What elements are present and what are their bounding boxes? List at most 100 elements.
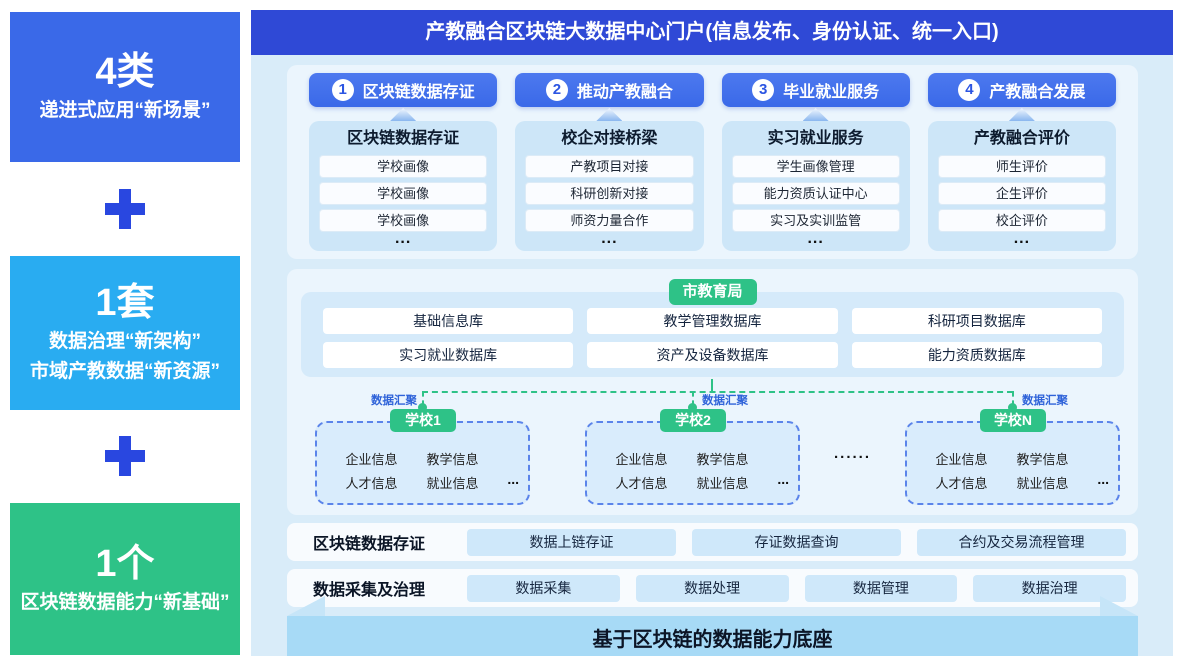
ellipsis: ... xyxy=(601,230,618,247)
pedestal: 基于区块链的数据能力底座 xyxy=(287,596,1138,656)
app-pill-label: 毕业就业服务 xyxy=(783,84,880,101)
up-arrow-icon xyxy=(1008,108,1035,121)
app-pill-label: 推动产教融合 xyxy=(576,84,673,101)
pedestal-title: 基于区块链的数据能力底座 xyxy=(287,616,1138,656)
school-item: 就业信息 xyxy=(426,476,479,491)
school-item: 企业信息 xyxy=(935,452,988,467)
app-pill-blockchain-storage: 1 区块链数据存证 xyxy=(309,73,498,107)
card-title: 实习就业服务 xyxy=(767,130,864,147)
card-item: 企生评价 xyxy=(937,182,1106,205)
school-box: 企业信息 教学信息 人才信息 就业信息 ... xyxy=(585,421,800,505)
portal-header-title: 产教融合区块链大数据中心门户(信息发布、身份认证、统一入口) xyxy=(251,10,1173,55)
card-item: 师生评价 xyxy=(937,155,1106,178)
schools-aggregation-area: 数据汇聚 数据汇聚 数据汇聚 学校1 学校2 学校N 企业信息 教学信息 人才信… xyxy=(301,379,1124,507)
connector-line xyxy=(711,379,713,391)
sidebar: 4类 递进式应用“新场景” 1套 数据治理“新架构” 市域产教数据“新资源” 1… xyxy=(10,12,240,655)
school-badge: 学校2 xyxy=(660,409,726,432)
connector-line xyxy=(692,391,694,406)
ellipsis: ... xyxy=(807,230,824,247)
school-box: 企业信息 教学信息 人才信息 就业信息 ... xyxy=(315,421,530,505)
sidebar-card-caption: 区块链数据能力“新基础” xyxy=(20,592,230,613)
plus-row xyxy=(10,162,240,256)
school-item: 教学信息 xyxy=(1016,452,1069,467)
plus-icon xyxy=(105,436,145,477)
database-item: 实习就业数据库 xyxy=(323,342,574,368)
database-item: 资产及设备数据库 xyxy=(587,342,838,368)
school-items: 企业信息 教学信息 人才信息 就业信息 xyxy=(331,449,493,495)
number-badge: 2 xyxy=(545,79,568,101)
data-collection-row: 数据采集及治理 数据采集 数据处理 数据管理 数据治理 xyxy=(287,569,1138,607)
school-items: 企业信息 教学信息 人才信息 就业信息 xyxy=(921,449,1083,495)
database-item: 基础信息库 xyxy=(323,308,574,334)
card-item: 能力资质认证中心 xyxy=(731,182,900,205)
school-item: 教学信息 xyxy=(426,452,479,467)
school-item: 就业信息 xyxy=(696,476,749,491)
sidebar-card-caption: 市域产教数据“新资源” xyxy=(29,360,220,382)
card-item: 科研创新对接 xyxy=(525,182,694,205)
row-item: 存证数据查询 xyxy=(692,528,901,556)
city-education-bureau-badge: 市教育局 xyxy=(668,279,757,305)
connector-line xyxy=(422,391,424,406)
school-item: 就业信息 xyxy=(1016,476,1069,491)
data-aggregation-label: 数据汇聚 xyxy=(1022,395,1068,407)
row-items: 数据采集 数据处理 数据管理 数据治理 xyxy=(467,574,1126,602)
main-diagram: 产教融合区块链大数据中心门户(信息发布、身份认证、统一入口) 1 区块链数据存证… xyxy=(251,10,1173,656)
school-item: 教学信息 xyxy=(696,452,749,467)
sidebar-card-caption: 递进式应用“新场景” xyxy=(39,100,211,121)
school-item: 人才信息 xyxy=(935,476,988,491)
connector-line xyxy=(422,391,1013,393)
sidebar-card-new-foundation: 1个 区块链数据能力“新基础” xyxy=(10,503,240,655)
connector-dot xyxy=(1008,403,1017,412)
data-aggregation-label: 数据汇聚 xyxy=(371,395,417,407)
row-item: 数据采集 xyxy=(467,574,620,602)
ellipsis: ... xyxy=(1097,471,1109,487)
school-item: 企业信息 xyxy=(345,452,398,467)
app-cards-row: 区块链数据存证 学校画像 学校画像 学校画像 ... 校企对接桥梁 产教项目对接… xyxy=(309,121,1116,251)
ellipsis: ... xyxy=(507,471,519,487)
app-pills-row: 1 区块链数据存证 2 推动产教融合 3 毕业就业服务 4 产教融合发展 xyxy=(309,73,1116,107)
card-item: 学校画像 xyxy=(319,155,488,178)
row-item: 数据治理 xyxy=(973,574,1126,602)
sidebar-card-number: 1套 xyxy=(95,281,155,324)
up-arrow-icon xyxy=(596,108,623,121)
school-item: 人才信息 xyxy=(615,476,668,491)
applications-panel: 1 区块链数据存证 2 推动产教融合 3 毕业就业服务 4 产教融合发展 xyxy=(287,65,1138,259)
school-item: 人才信息 xyxy=(345,476,398,491)
card-item: 学校画像 xyxy=(319,182,488,205)
row-label: 区块链数据存证 xyxy=(313,536,426,553)
sidebar-card-number: 4类 xyxy=(95,51,155,93)
ellipsis: ... xyxy=(394,230,412,247)
ellipsis: ... xyxy=(1013,230,1031,247)
app-pill-label: 产教融合发展 xyxy=(989,84,1086,101)
app-card-internship-employment: 实习就业服务 学生画像管理 能力资质认证中心 实习及实训监管 ... xyxy=(721,121,910,251)
school-item: 企业信息 xyxy=(615,452,668,467)
data-aggregation-label: 数据汇聚 xyxy=(702,395,748,407)
number-badge: 4 xyxy=(958,79,981,101)
sidebar-card-new-architecture: 1套 数据治理“新架构” 市域产教数据“新资源” xyxy=(10,255,240,410)
database-container: 基础信息库 教学管理数据库 科研项目数据库 实习就业数据库 资产及设备数据库 能… xyxy=(301,292,1124,377)
up-arrow-icon xyxy=(802,108,829,121)
database-item: 科研项目数据库 xyxy=(851,308,1102,334)
plus-icon xyxy=(105,188,145,229)
connector-dot xyxy=(418,403,427,412)
row-item: 数据处理 xyxy=(635,574,789,602)
school-box: 企业信息 教学信息 人才信息 就业信息 ... xyxy=(905,421,1120,505)
app-pill-label: 区块链数据存证 xyxy=(362,84,475,101)
card-item: 学校画像 xyxy=(319,209,488,232)
card-item: 师资力量合作 xyxy=(525,209,694,232)
connector-line xyxy=(1012,391,1014,406)
database-item: 能力资质数据库 xyxy=(851,342,1102,368)
school-badge: 学校1 xyxy=(390,409,456,432)
schools-ellipsis: ...... xyxy=(833,445,871,462)
card-item: 学生画像管理 xyxy=(731,155,900,178)
school-badge: 学校N xyxy=(980,409,1046,432)
plus-row xyxy=(10,410,240,504)
data-governance-panel: 市教育局 基础信息库 教学管理数据库 科研项目数据库 实习就业数据库 资产及设备… xyxy=(287,269,1138,515)
connector-dot xyxy=(688,403,697,412)
row-item: 合约及交易流程管理 xyxy=(917,528,1126,556)
up-arrow-icon xyxy=(390,108,417,121)
card-title: 校企对接桥梁 xyxy=(561,130,658,147)
arrows-row xyxy=(309,107,1116,121)
card-title: 产教融合评价 xyxy=(973,130,1070,147)
